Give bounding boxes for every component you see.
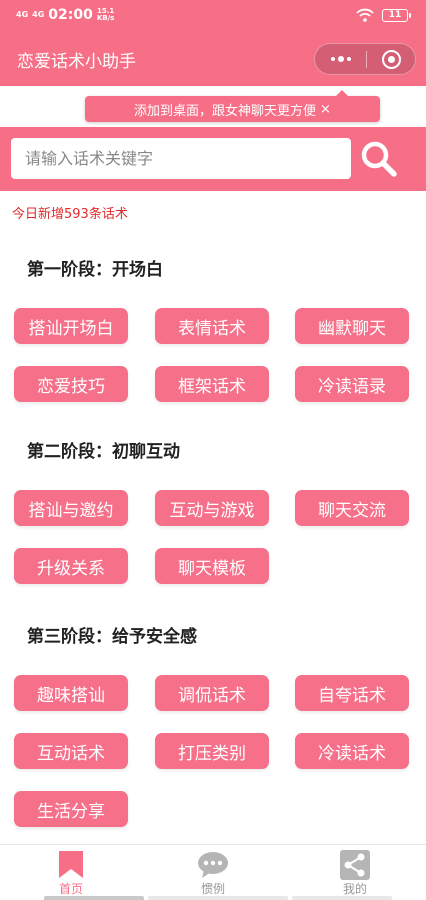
share-icon <box>340 850 370 880</box>
tab-home[interactable]: 首页 <box>0 845 142 900</box>
search-bar <box>0 127 426 191</box>
more-menu-button[interactable] <box>315 44 366 74</box>
tab-home-label: 首页 <box>58 882 83 896</box>
category-tag-button[interactable]: 冷读语录 <box>295 366 409 402</box>
search-icon[interactable] <box>359 139 399 179</box>
category-tag-button[interactable]: 框架话术 <box>155 366 269 402</box>
dot-icon <box>337 56 344 62</box>
tip-close-button[interactable]: × <box>320 101 331 117</box>
category-tag-button[interactable]: 打压类别 <box>155 733 269 769</box>
category-tag-button[interactable]: 互动话术 <box>14 733 128 769</box>
category-tag-button[interactable]: 自夸话术 <box>295 675 409 711</box>
capsule-divider <box>366 51 367 68</box>
add-to-desktop-tip: 添加到桌面，跟女神聊天更方便 × <box>85 90 380 122</box>
category-tag-button[interactable]: 聊天模板 <box>155 548 269 584</box>
chat-bubble-icon <box>198 852 228 878</box>
tab-indicator <box>292 896 392 900</box>
category-tag-button[interactable]: 恋爱技巧 <box>14 366 128 402</box>
category-tag-button[interactable]: 调侃话术 <box>155 675 269 711</box>
category-tag-button[interactable]: 趣味搭讪 <box>14 675 128 711</box>
category-tag-button[interactable]: 幽默聊天 <box>295 308 409 344</box>
tab-mine-label: 我的 <box>342 882 367 896</box>
wifi-icon <box>356 8 374 22</box>
stage-title: 第二阶段：初聊互动 <box>27 442 180 462</box>
app-title: 恋爱话术小助手 <box>17 52 136 72</box>
category-tag-button[interactable]: 聊天交流 <box>295 490 409 526</box>
dot-icon <box>330 57 335 61</box>
search-input[interactable] <box>11 138 351 179</box>
mini-program-capsule <box>314 43 416 75</box>
target-icon <box>382 49 401 69</box>
battery-icon: 11 <box>382 8 411 22</box>
category-tag-button[interactable]: 搭讪与邀约 <box>14 490 128 526</box>
category-tag-button[interactable]: 生活分享 <box>14 791 128 827</box>
tab-mine[interactable]: 我的 <box>284 845 426 900</box>
tab-indicator <box>44 896 144 900</box>
category-tag-button[interactable]: 搭讪开场白 <box>14 308 128 344</box>
category-tag-button[interactable]: 表情话术 <box>155 308 269 344</box>
stage-title: 第三阶段：给予安全感 <box>27 627 197 647</box>
close-mini-program-button[interactable] <box>366 44 417 74</box>
tip-text: 添加到桌面，跟女神聊天更方便 <box>134 103 317 119</box>
stage-title: 第一阶段：开场白 <box>27 260 163 280</box>
today-new-count: 今日新增593条话术 <box>12 207 128 222</box>
bookmark-icon <box>59 851 83 878</box>
signal-4g-1: 4G <box>16 10 29 19</box>
signal-4g-2: 4G <box>32 10 45 19</box>
status-time: 02:00 <box>48 7 93 23</box>
tab-bar: 首页 惯例 我的 <box>0 844 426 900</box>
tab-routine-label: 惯例 <box>200 882 225 896</box>
tab-indicator <box>148 896 288 900</box>
category-tag-button[interactable]: 升级关系 <box>14 548 128 584</box>
category-tag-button[interactable]: 互动与游戏 <box>155 490 269 526</box>
category-tag-button[interactable]: 冷读话术 <box>295 733 409 769</box>
dot-icon <box>346 57 351 61</box>
tab-routine[interactable]: 惯例 <box>142 845 284 900</box>
